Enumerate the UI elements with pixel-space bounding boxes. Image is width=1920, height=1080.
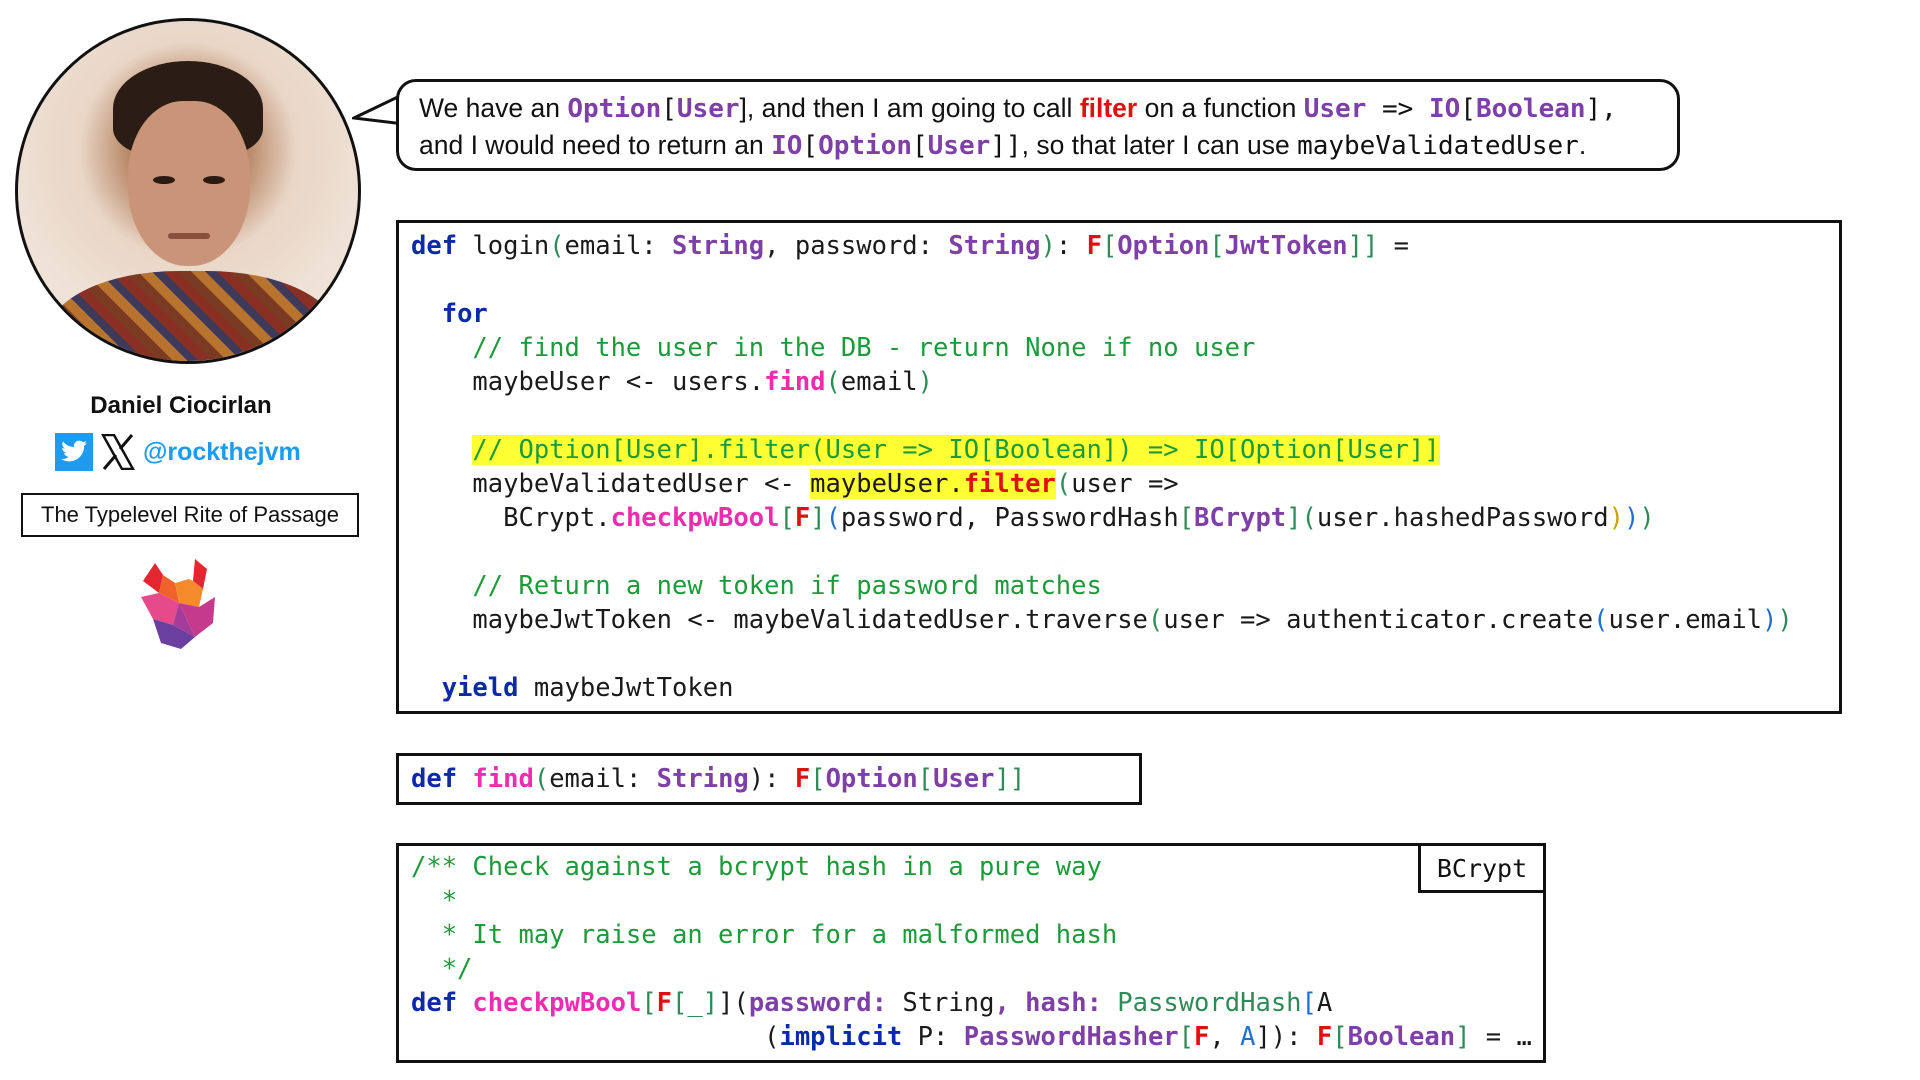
code-line: (implicit P: PasswordHasher[F, A]): F[Bo… (411, 1022, 1532, 1052)
login-code: def login(email: String, password: Strin… (411, 229, 1793, 705)
twitter-handle[interactable]: @rockthejvm (143, 437, 301, 466)
bcrypt-code: /** Check against a bcrypt hash in a pur… (411, 852, 1532, 1052)
author-avatar (15, 18, 361, 364)
bubble-line-1: We have an Option[User], and then I am g… (419, 93, 1617, 124)
bcrypt-tag: BCrypt (1418, 843, 1546, 893)
course-title: The Typelevel Rite of Passage (21, 493, 359, 537)
code-line: maybeJwtToken <- maybeValidatedUser.trav… (411, 605, 1793, 635)
rockthejvm-logo (141, 559, 215, 649)
code-comment: // Return a new token if password matche… (411, 571, 1102, 601)
find-code: def find(email: String): F[Option[User]] (411, 764, 1026, 794)
twitter-icon (55, 433, 93, 471)
x-icon (101, 433, 135, 471)
code-line: maybeValidatedUser <- maybeUser.filter(u… (411, 469, 1179, 499)
code-line: maybeUser <- users.find(email) (411, 367, 934, 397)
code-line: BCrypt.checkpwBool[F](password, Password… (411, 503, 1655, 533)
code-line: yield maybeJwtToken (441, 673, 734, 703)
author-name: Daniel Ciocirlan (90, 392, 272, 419)
code-line: def login(email: String, password: Strin… (411, 231, 1410, 261)
bubble-line-2: and I would need to return an IO[Option[… (419, 130, 1587, 161)
social-handle-row: @rockthejvm (55, 432, 301, 472)
highlighted-comment: // Option[User].filter(User => IO[Boolea… (472, 435, 1440, 465)
code-comment: // find the user in the DB - return None… (411, 333, 1256, 363)
speech-bubble: We have an Option[User], and then I am g… (396, 79, 1680, 171)
code-line: for (441, 299, 488, 329)
code-line: def checkpwBool[F[_]](password: String, … (411, 988, 1333, 1018)
login-code-block: def login(email: String, password: Strin… (396, 220, 1842, 714)
find-signature-block: def find(email: String): F[Option[User]] (396, 753, 1142, 805)
bcrypt-code-block: /** Check against a bcrypt hash in a pur… (396, 843, 1546, 1063)
